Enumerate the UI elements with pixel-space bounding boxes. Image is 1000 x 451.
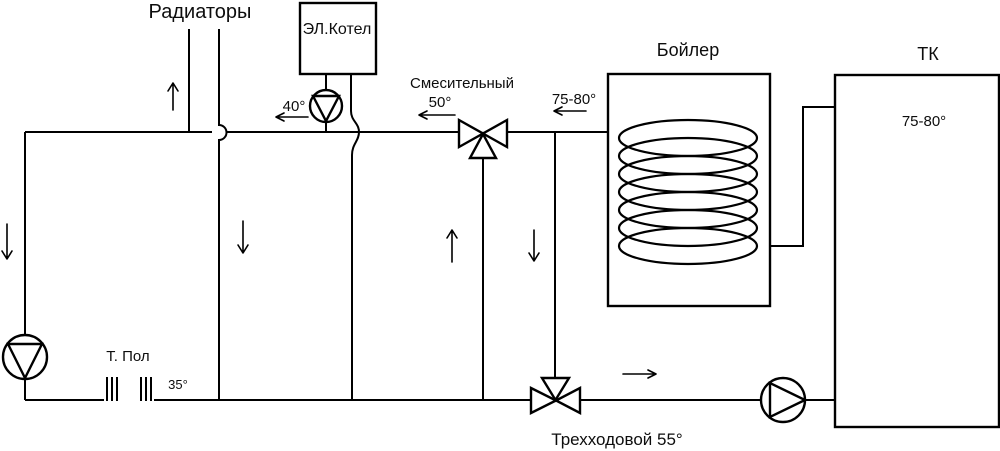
underfloor-heating-ticks — [106, 377, 152, 401]
pump-impeller-down — [6, 342, 44, 381]
radiator-return-temp-label: 40° — [283, 98, 306, 115]
down-arrow-icon — [528, 229, 540, 262]
underfloor-pump-icon — [1, 333, 49, 381]
three-way-valve-icon — [529, 376, 582, 415]
electric-boiler-pump-icon — [308, 88, 344, 124]
electric-boiler-label: ЭЛ.Котел — [303, 21, 372, 38]
valve-left-triangle — [457, 117, 486, 150]
valve-right-triangle — [480, 117, 509, 150]
mixing-valve-label: Смесительный — [410, 75, 514, 92]
solid-fuel-boiler-label: ТК — [917, 44, 939, 64]
down-arrow-icon — [237, 220, 249, 254]
heat-exchanger-coil — [617, 118, 759, 266]
pipe-elboiler-return-jog — [350, 74, 361, 400]
pipe-radiator-return-hop — [218, 29, 228, 400]
valve-top-triangle — [539, 376, 572, 403]
mixing-valve-temp-label: 50° — [429, 94, 452, 111]
left-arrow-icon — [275, 112, 309, 122]
underfloor-temp-label: 35° — [168, 377, 188, 392]
valve-bottom-triangle — [467, 131, 499, 160]
three-way-valve-label: Трехходовой 55° — [551, 430, 682, 449]
valve-left-triangle — [529, 386, 559, 415]
solid-fuel-boiler-box — [833, 73, 1000, 429]
boiler-circuit-pump-icon — [759, 376, 808, 424]
pump-impeller-right — [768, 381, 808, 419]
left-arrow-icon — [418, 110, 456, 120]
valve-right-triangle — [553, 386, 582, 415]
mixing-valve-icon — [457, 117, 509, 160]
left-arrow-icon — [553, 106, 587, 116]
up-arrow-icon — [446, 229, 458, 263]
indirect-boiler-box — [606, 72, 772, 308]
pump-impeller-down — [311, 94, 341, 124]
boiler-supply-temp-label: 75-80° — [552, 91, 596, 108]
pipe-coil-to-tk — [757, 106, 835, 247]
up-arrow-icon — [167, 82, 179, 111]
down-arrow-icon — [1, 223, 13, 260]
solid-fuel-boiler-temp-label: 75-80° — [902, 113, 946, 130]
indirect-boiler-label: Бойлер — [657, 40, 719, 60]
electric-boiler-box — [298, 1, 378, 76]
coil-loop — [617, 226, 759, 266]
floor-tick-group-2 — [140, 377, 152, 401]
right-arrow-icon — [622, 369, 657, 379]
floor-tick-group-1 — [106, 377, 118, 401]
radiators-label: Радиаторы — [149, 1, 252, 23]
underfloor-label: Т. Пол — [106, 348, 149, 365]
coil-loop — [617, 208, 759, 248]
pipe-network — [24, 29, 836, 401]
